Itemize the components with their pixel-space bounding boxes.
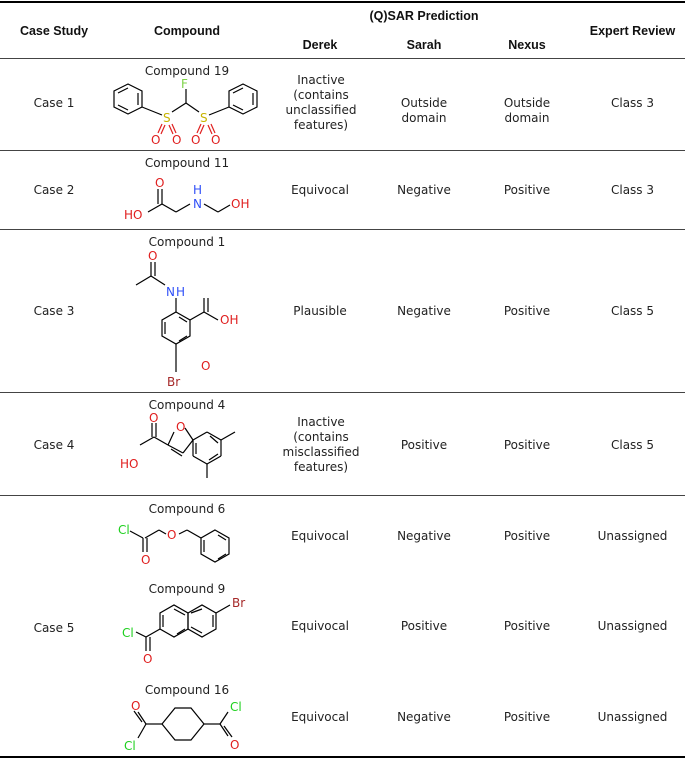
atom-label: O: [151, 133, 160, 147]
atom-label: O: [167, 528, 176, 542]
atom-label: Br: [167, 375, 180, 389]
atom-label: H: [176, 285, 185, 299]
sarah-prediction: Negative: [397, 710, 451, 724]
table-top-rule: [0, 1, 685, 3]
compound-name: Compound 6: [148, 502, 226, 516]
atom-label: HO: [124, 208, 142, 222]
nexus-prediction: Positive: [503, 529, 551, 543]
structure-compound-9: [135, 604, 231, 651]
nexus-prediction: Outside domain: [503, 96, 551, 125]
structure-compound-1: [135, 262, 219, 372]
sarah-prediction: Negative: [397, 304, 451, 318]
case-label: Case 3: [33, 304, 75, 318]
atom-label: O: [141, 553, 150, 567]
row-divider: [0, 392, 685, 393]
header-nexus: Nexus: [508, 38, 546, 52]
derek-prediction: Inactive (contains unclassified features…: [285, 73, 357, 132]
header-expert-review: Expert Review: [589, 24, 676, 38]
atom-label: O: [148, 249, 157, 263]
nexus-prediction: Positive: [503, 710, 551, 724]
structure-compound-4: [139, 423, 236, 478]
compound-name: Compound 16: [144, 683, 230, 697]
atom-label: O: [211, 133, 220, 147]
atom-label: O: [176, 420, 185, 434]
header-compound: Compound: [154, 24, 220, 38]
header-case-study: Case Study: [19, 24, 89, 38]
compound-name: Compound 19: [144, 64, 230, 78]
nexus-prediction: Positive: [503, 183, 551, 197]
atom-label: Cl: [118, 523, 130, 537]
atom-label: OH: [231, 197, 249, 211]
atom-label: OH: [220, 313, 238, 327]
atom-label: Cl: [122, 626, 134, 640]
atom-label: O: [201, 359, 210, 373]
expert-review: Class 5: [610, 438, 655, 452]
structure-compound-16: [133, 707, 233, 741]
compound-name: Compound 11: [144, 156, 230, 170]
row-divider: [0, 229, 685, 230]
case-label: Case 1: [33, 96, 75, 110]
atom-label: N: [193, 197, 202, 211]
atom-label: S: [200, 111, 208, 125]
derek-prediction: Plausible: [293, 304, 347, 318]
header-bottom-rule: [0, 58, 685, 59]
atom-label: HO: [120, 457, 138, 471]
atom-label: O: [230, 738, 239, 752]
case-label: Case 5: [33, 621, 75, 635]
row-divider: [0, 495, 685, 496]
expert-review: Class 5: [610, 304, 655, 318]
compound-name: Compound 4: [148, 398, 226, 412]
derek-prediction: Equivocal: [291, 183, 349, 197]
structure-compound-11: [147, 189, 231, 213]
atom-label: F: [181, 77, 188, 91]
atom-label: H: [193, 183, 202, 197]
row-divider: [0, 150, 685, 151]
expert-review: Class 3: [610, 96, 655, 110]
nexus-prediction: Positive: [503, 304, 551, 318]
expert-review: Class 3: [610, 183, 655, 197]
atom-label: O: [172, 133, 181, 147]
compound-name: Compound 9: [148, 582, 226, 596]
atom-label: O: [131, 699, 140, 713]
compound-name: Compound 1: [148, 235, 226, 249]
case-label: Case 2: [33, 183, 75, 197]
atom-label: Cl: [230, 700, 242, 714]
atom-label: Cl: [124, 739, 136, 753]
atom-label: S: [163, 111, 171, 125]
derek-prediction: Equivocal: [291, 619, 349, 633]
derek-prediction: Equivocal: [291, 529, 349, 543]
atom-label: O: [191, 133, 200, 147]
atom-label: O: [149, 411, 158, 425]
expert-review: Unassigned: [597, 710, 668, 724]
sarah-prediction: Negative: [397, 183, 451, 197]
structure-compound-19: [113, 83, 258, 135]
header-qsar-prediction: (Q)SAR Prediction: [369, 9, 479, 23]
case-label: Case 4: [33, 438, 75, 452]
sarah-prediction: Outside domain: [400, 96, 448, 125]
sarah-prediction: Negative: [397, 529, 451, 543]
atom-label: O: [155, 176, 164, 190]
nexus-prediction: Positive: [503, 619, 551, 633]
expert-review: Unassigned: [597, 529, 668, 543]
structure-compound-6: [129, 529, 230, 563]
table-bottom-rule: [0, 756, 685, 758]
derek-prediction: Equivocal: [291, 710, 349, 724]
atom-label: N: [166, 285, 175, 299]
header-sarah: Sarah: [406, 38, 442, 52]
header-derek: Derek: [302, 38, 338, 52]
sarah-prediction: Positive: [400, 438, 448, 452]
derek-prediction: Inactive (contains misclassified feature…: [282, 415, 360, 474]
sarah-prediction: Positive: [400, 619, 448, 633]
atom-label: O: [143, 652, 152, 666]
nexus-prediction: Positive: [503, 438, 551, 452]
expert-review: Unassigned: [597, 619, 668, 633]
atom-label: Br: [232, 596, 245, 610]
